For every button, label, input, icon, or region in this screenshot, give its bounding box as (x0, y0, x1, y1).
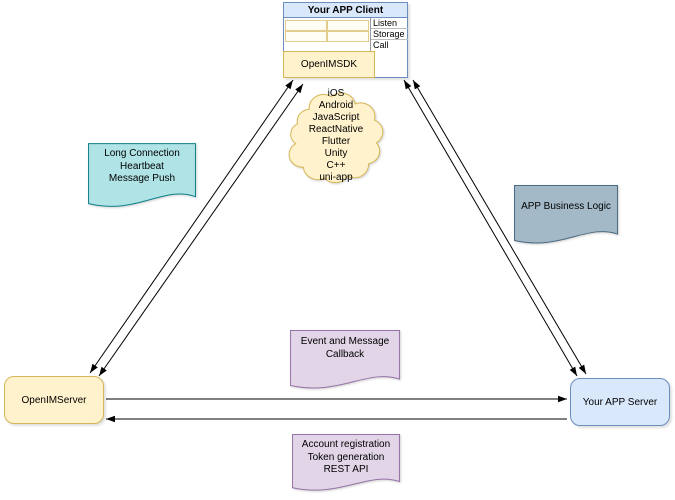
client-row-storage: Storage (371, 29, 408, 40)
edge-client-appserver (403, 79, 587, 377)
edge-openimserver-client (89, 79, 304, 377)
document-shape (290, 330, 400, 394)
openimserver-label: OpenIMServer (21, 394, 87, 406)
note-text: Long Connection Heartbeat Message Push (88, 143, 196, 186)
cloud-outline (289, 93, 383, 183)
openimserver-box: OpenIMServer (4, 376, 104, 424)
your-app-server-box: Your APP Server (570, 378, 670, 426)
client-body: Listen Storage Call OpenIMSDK (283, 18, 408, 78)
arrowhead-icon (413, 80, 421, 90)
arrowhead-icon (558, 395, 567, 403)
connector-line (98, 83, 304, 377)
note-text: Event and Message Callback (290, 330, 400, 361)
arrowhead-icon (90, 363, 98, 373)
platforms-cloud: iOS Android JavaScript ReactNative Flutt… (288, 84, 384, 188)
client-row-call: Call (373, 40, 389, 50)
client-interface-labels: Listen Storage Call (370, 18, 408, 51)
platform-item: Flutter (321, 136, 351, 147)
document-outline (515, 186, 618, 243)
platform-list: iOS Android JavaScript ReactNative Flutt… (288, 84, 384, 184)
arrowhead-icon (569, 366, 577, 376)
grid-cell (327, 20, 369, 31)
document-shape (514, 185, 618, 249)
platform-item: ReactNative (308, 124, 364, 135)
arrowhead-icon (106, 415, 115, 423)
note-event-message-callback: Event and Message Callback (290, 330, 400, 394)
arrowhead-icon (295, 84, 303, 94)
grid-cell (327, 31, 369, 42)
connector-line (89, 79, 294, 374)
platform-item: uni-app (319, 172, 353, 183)
document-shape (292, 434, 400, 496)
openimsdk-box: OpenIMSDK (283, 51, 375, 78)
note-line: APP Business Logic (521, 201, 611, 212)
grid-cell (285, 31, 327, 42)
connector-line (412, 79, 587, 375)
platform-item: iOS (327, 88, 345, 99)
document-shape (88, 143, 196, 213)
note-line: Event and Message (300, 336, 390, 347)
arrowhead-icon (404, 80, 412, 90)
note-text: Account registration Token generation RE… (292, 434, 400, 477)
note-account-registration: Account registration Token generation RE… (292, 434, 400, 496)
note-line: Message Push (108, 173, 176, 184)
note-line: Account registration (301, 439, 391, 450)
note-long-connection: Long Connection Heartbeat Message Push (88, 143, 196, 213)
arrowhead-icon (578, 364, 586, 374)
platform-item: Android (318, 100, 354, 111)
note-line: Callback (325, 348, 365, 360)
client-title: Your APP Client (284, 3, 407, 18)
connector-line (403, 79, 578, 377)
client-row-listen: Listen (371, 18, 408, 29)
note-line: REST API (323, 464, 369, 475)
cloud-shape (288, 84, 384, 188)
edge-openimserver-appserver (106, 395, 567, 423)
platform-item: JavaScript (312, 112, 360, 123)
platform-item: Unity (324, 148, 348, 159)
arrowhead-icon (99, 366, 107, 376)
note-app-business-logic: APP Business Logic (514, 185, 618, 249)
note-line: Heartbeat (120, 160, 164, 172)
arrowhead-icon (285, 80, 293, 90)
document-outline (293, 435, 400, 491)
document-outline (291, 331, 400, 388)
your-app-client-box: Your APP Client Listen Storage Call Open… (283, 2, 408, 78)
platform-item: C++ (326, 160, 346, 171)
grid-cell (285, 20, 327, 31)
document-outline (89, 144, 196, 207)
client-component-grid (285, 20, 369, 42)
note-line: Long Connection (104, 148, 180, 159)
your-app-server-label: Your APP Server (582, 396, 658, 408)
note-line: Token generation (307, 451, 385, 463)
note-text: APP Business Logic (514, 185, 618, 214)
